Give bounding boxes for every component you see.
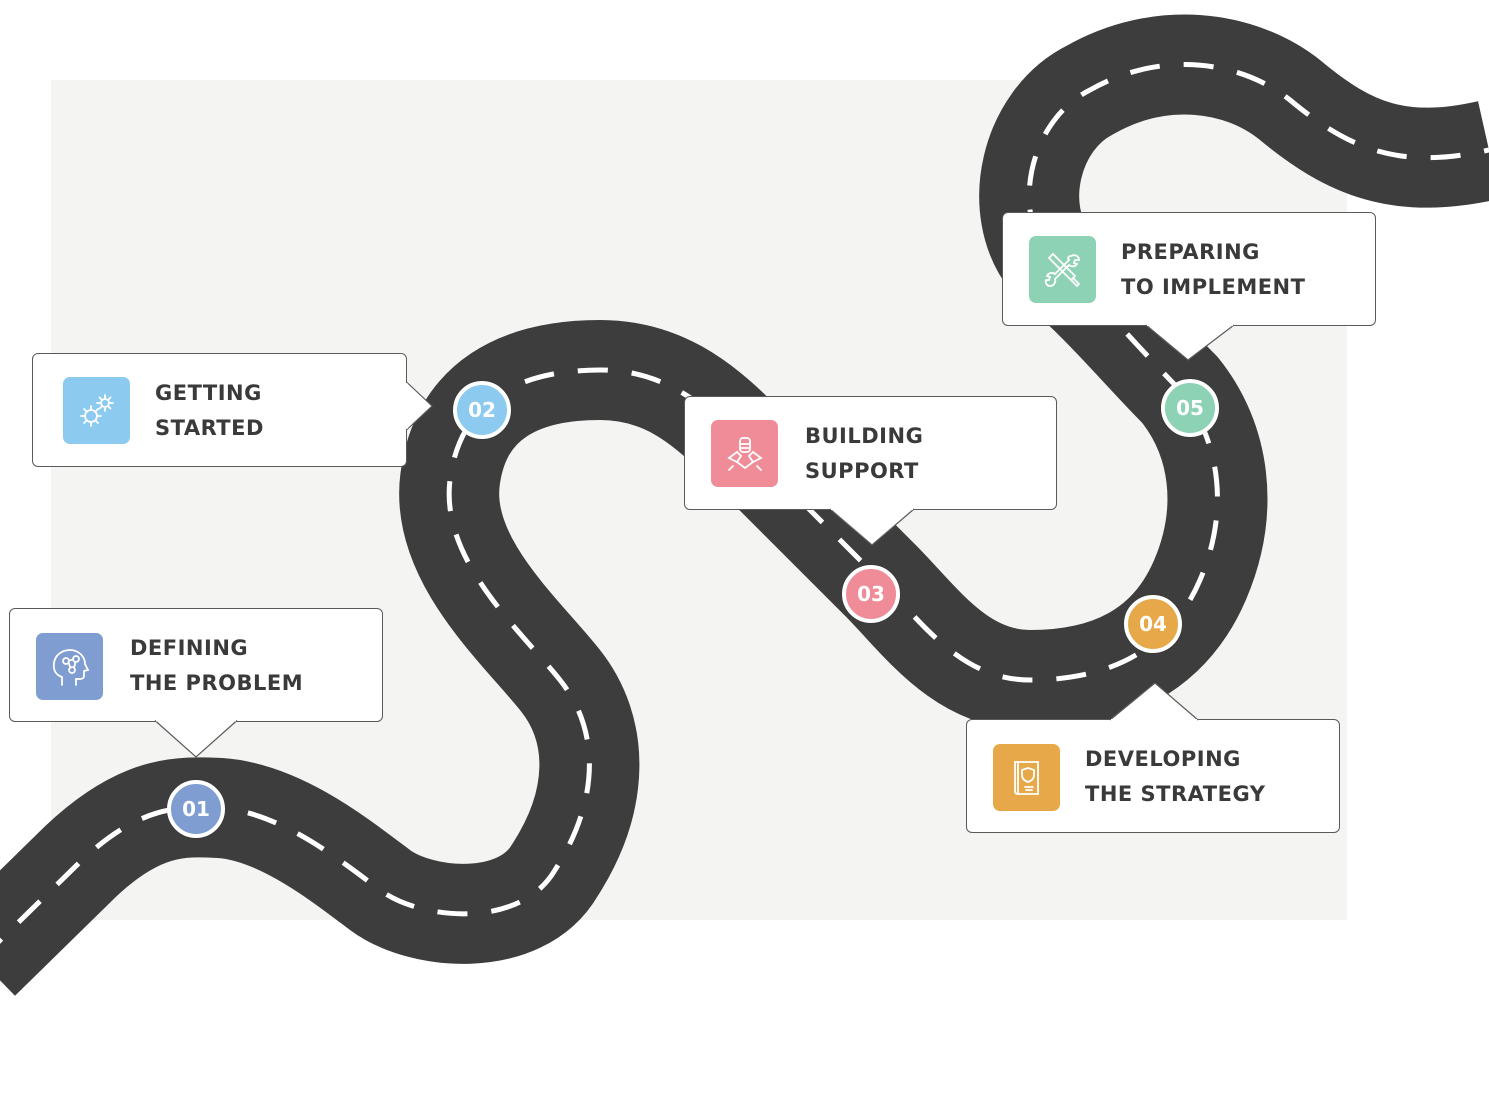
step-marker-02: 02 (453, 381, 511, 439)
tile-step-01 (36, 633, 103, 700)
step-number-02: 02 (468, 398, 496, 422)
step-marker-05: 05 (1161, 379, 1219, 437)
callout-defining-the-problem: DEFINING THE PROBLEM (9, 608, 383, 722)
step-marker-04: 04 (1124, 595, 1182, 653)
step-05-title: PREPARING TO IMPLEMENT (1121, 235, 1305, 305)
step-marker-03: 03 (842, 565, 900, 623)
tile-step-05 (1029, 236, 1096, 303)
callout-preparing-to-implement: PREPARING TO IMPLEMENT (1002, 212, 1376, 326)
step-05-line2: TO IMPLEMENT (1121, 275, 1306, 299)
step-01-line1: DEFINING (130, 636, 249, 660)
brain-network-icon (52, 648, 89, 686)
step-number-03: 03 (857, 582, 885, 606)
callout-developing-the-strategy: DEVELOPING THE STRATEGY (966, 719, 1340, 833)
step-number-01: 01 (182, 797, 210, 821)
step-04-line1: DEVELOPING (1085, 747, 1241, 771)
step-02-title: GETTING STARTED (155, 376, 264, 446)
step-04-title: DEVELOPING THE STRATEGY (1085, 742, 1265, 812)
step-marker-01: 01 (167, 780, 225, 838)
callout-building-support: BUILDING SUPPORT (684, 396, 1057, 510)
step-number-05: 05 (1176, 396, 1204, 420)
step-03-title: BUILDING SUPPORT (805, 419, 923, 489)
gears-icon (79, 393, 114, 427)
tile-step-02 (63, 377, 130, 444)
step-05-line1: PREPARING (1121, 240, 1260, 264)
step-02-line1: GETTING (155, 381, 262, 405)
step-01-line2: THE PROBLEM (130, 671, 304, 695)
tools-icon (1044, 252, 1080, 287)
tile-step-03 (711, 420, 778, 487)
step-number-04: 04 (1139, 612, 1167, 636)
step-04-line2: THE STRATEGY (1085, 782, 1266, 806)
step-02-line2: STARTED (155, 416, 264, 440)
step-01-title: DEFINING THE PROBLEM (130, 631, 303, 701)
step-03-line2: SUPPORT (805, 459, 919, 483)
hands-together-icon (726, 436, 763, 471)
tile-step-04 (993, 744, 1060, 811)
step-03-line1: BUILDING (805, 424, 924, 448)
strategy-book-icon (1013, 760, 1039, 795)
callout-getting-started: GETTING STARTED (32, 353, 407, 467)
